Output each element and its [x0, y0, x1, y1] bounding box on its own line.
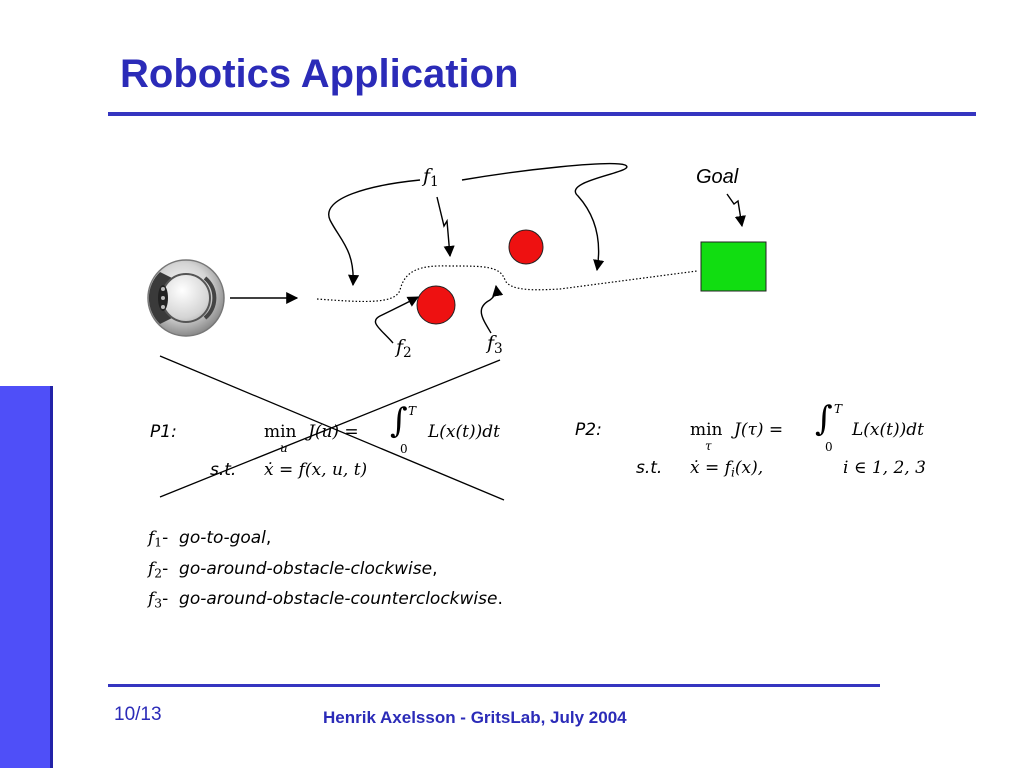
p1-constraint: ẋ = f(x, u, t): [264, 460, 368, 480]
p1-objective: J(u) =: [308, 422, 359, 442]
slide-title: Robotics Application: [120, 52, 519, 96]
side-accent-bar: [0, 386, 52, 768]
robot-trajectory: [316, 265, 698, 303]
p2-min-sub: τ: [705, 439, 712, 453]
p2-integral-upper: T: [834, 402, 843, 416]
f2-arrow: [374, 296, 419, 344]
p1-integral-lower: 0: [400, 442, 408, 456]
p2-integral-sign: ∫: [815, 399, 833, 439]
p2-integrand: L(x(t))dt: [852, 420, 924, 440]
f1-left-arrow: [328, 179, 421, 287]
p1-integral-upper: T: [408, 404, 417, 418]
f1-right-arrow: [461, 163, 628, 272]
f2-label: f2: [396, 336, 412, 362]
goal-arrow: [726, 193, 746, 228]
p2-integral-lower: 0: [825, 440, 833, 454]
p2-constraint: ẋ = fi(x),: [690, 458, 764, 480]
page-number: 10/13: [114, 704, 162, 725]
f1-label: f1: [423, 165, 439, 191]
cross-out-line-2: [159, 359, 501, 498]
goal-box: [700, 241, 767, 292]
side-accent-bar-edge: [50, 386, 53, 768]
p1-st-label: s.t.: [210, 460, 237, 480]
obstacle-lower: [416, 285, 456, 325]
p2-index-set: i ∈ 1, 2, 3: [843, 458, 926, 478]
legend-item-f1: f1- go-to-goal,: [148, 528, 272, 550]
f1-down-arrow: [436, 196, 455, 258]
robot-image: [147, 259, 225, 337]
p1-integral-sign: ∫: [390, 401, 408, 441]
p2-label: P2:: [575, 420, 602, 440]
footer-rule: [108, 684, 880, 687]
title-underline: [108, 112, 976, 116]
p1-integrand: L(x(t))dt: [428, 422, 500, 442]
p1-label: P1:: [150, 422, 177, 442]
legend-item-f3: f3- go-around-obstacle-counterclockwise.: [148, 589, 503, 611]
p2-st-label: s.t.: [636, 458, 663, 478]
obstacle-upper: [508, 229, 544, 265]
legend-item-f2: f2- go-around-obstacle-clockwise,: [148, 559, 438, 581]
f3-arrow: [480, 284, 504, 334]
p2-min: min: [690, 420, 723, 440]
goal-label: Goal: [696, 166, 739, 188]
p2-objective: J(τ) =: [734, 420, 784, 440]
p1-min: min: [264, 422, 297, 442]
p1-min-sub: u: [280, 441, 288, 455]
footer-text: Henrik Axelsson - GritsLab, July 2004: [323, 708, 627, 727]
f3-label: f3: [487, 332, 503, 358]
